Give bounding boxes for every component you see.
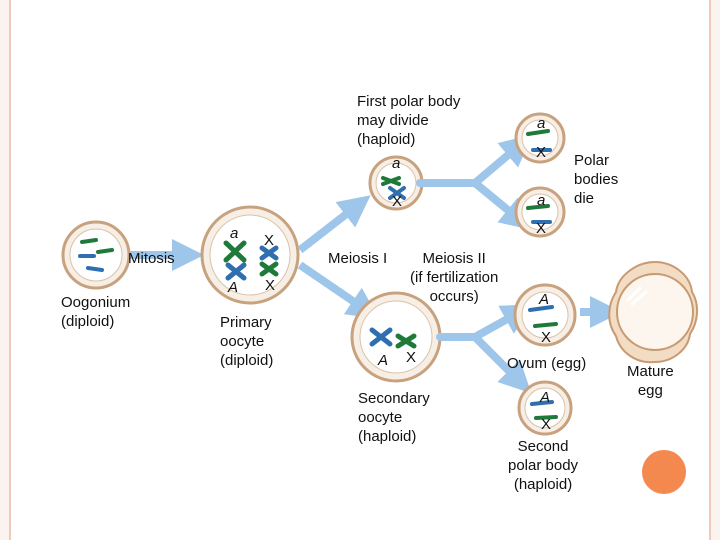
meiosis-2-arrow-down	[472, 334, 532, 394]
secondary-oocyte-cell	[350, 291, 442, 383]
mitosis-label: Mitosis	[128, 250, 175, 267]
ovum-label: Ovum (egg)	[507, 355, 587, 372]
primary-oocyte-cell	[200, 205, 300, 305]
allele-secondary-x: X	[406, 349, 417, 366]
allele-first-polar-a: a	[392, 155, 401, 172]
mature-egg-cell	[608, 260, 698, 364]
lower-polar-body-cell	[514, 186, 566, 238]
allele-lower-polar-a: a	[537, 192, 546, 209]
first-polar-body-label: First polar body may divide (haploid)	[357, 93, 461, 148]
allele-second-polar-a: A	[540, 389, 551, 406]
polar-division-arrow-up	[472, 134, 533, 187]
ovum-cell	[513, 283, 577, 347]
meiosis-2-arrow-up	[473, 304, 534, 341]
allele-lower-polar-x: X	[536, 220, 547, 237]
meiosis-1-arrow-down	[297, 261, 380, 320]
allele-primary-x-bottom: X	[265, 277, 276, 294]
allele-secondary-a: A	[378, 352, 389, 369]
allele-upper-polar-a: a	[537, 115, 546, 132]
polar-bodies-die-label: Polar bodies die	[574, 152, 619, 207]
mature-egg-label: Mature egg	[627, 363, 674, 399]
meiosis-1-label: Meiosis I	[328, 250, 388, 267]
allele-upper-polar-x: X	[536, 144, 547, 161]
upper-polar-body-cell	[514, 112, 566, 164]
allele-second-polar-x: X	[541, 416, 552, 433]
second-polar-body-label: Second polar body (haploid)	[508, 438, 579, 493]
allele-primary-x-top: X	[264, 232, 275, 249]
orange-accent-circle	[642, 450, 686, 494]
allele-ovum-x: X	[541, 329, 552, 346]
allele-primary-a-small: a	[230, 225, 239, 242]
polar-division-arrow-down	[472, 179, 533, 231]
oogonium-cell	[61, 220, 131, 290]
allele-first-polar-x: X	[392, 193, 403, 210]
allele-ovum-a: A	[539, 291, 550, 308]
primary-oocyte-label: Primary oocyte (diploid)	[220, 314, 274, 369]
secondary-oocyte-label: Secondary oocyte (haploid)	[358, 390, 430, 445]
oogonium-label: Oogonium (diploid)	[61, 294, 131, 330]
meiosis-1-arrow-up	[297, 195, 371, 254]
second-polar-body-cell	[517, 380, 573, 436]
meiosis-2-label: Meiosis II (if fertilization occurs)	[410, 250, 499, 305]
allele-primary-a-big: A	[228, 279, 239, 296]
